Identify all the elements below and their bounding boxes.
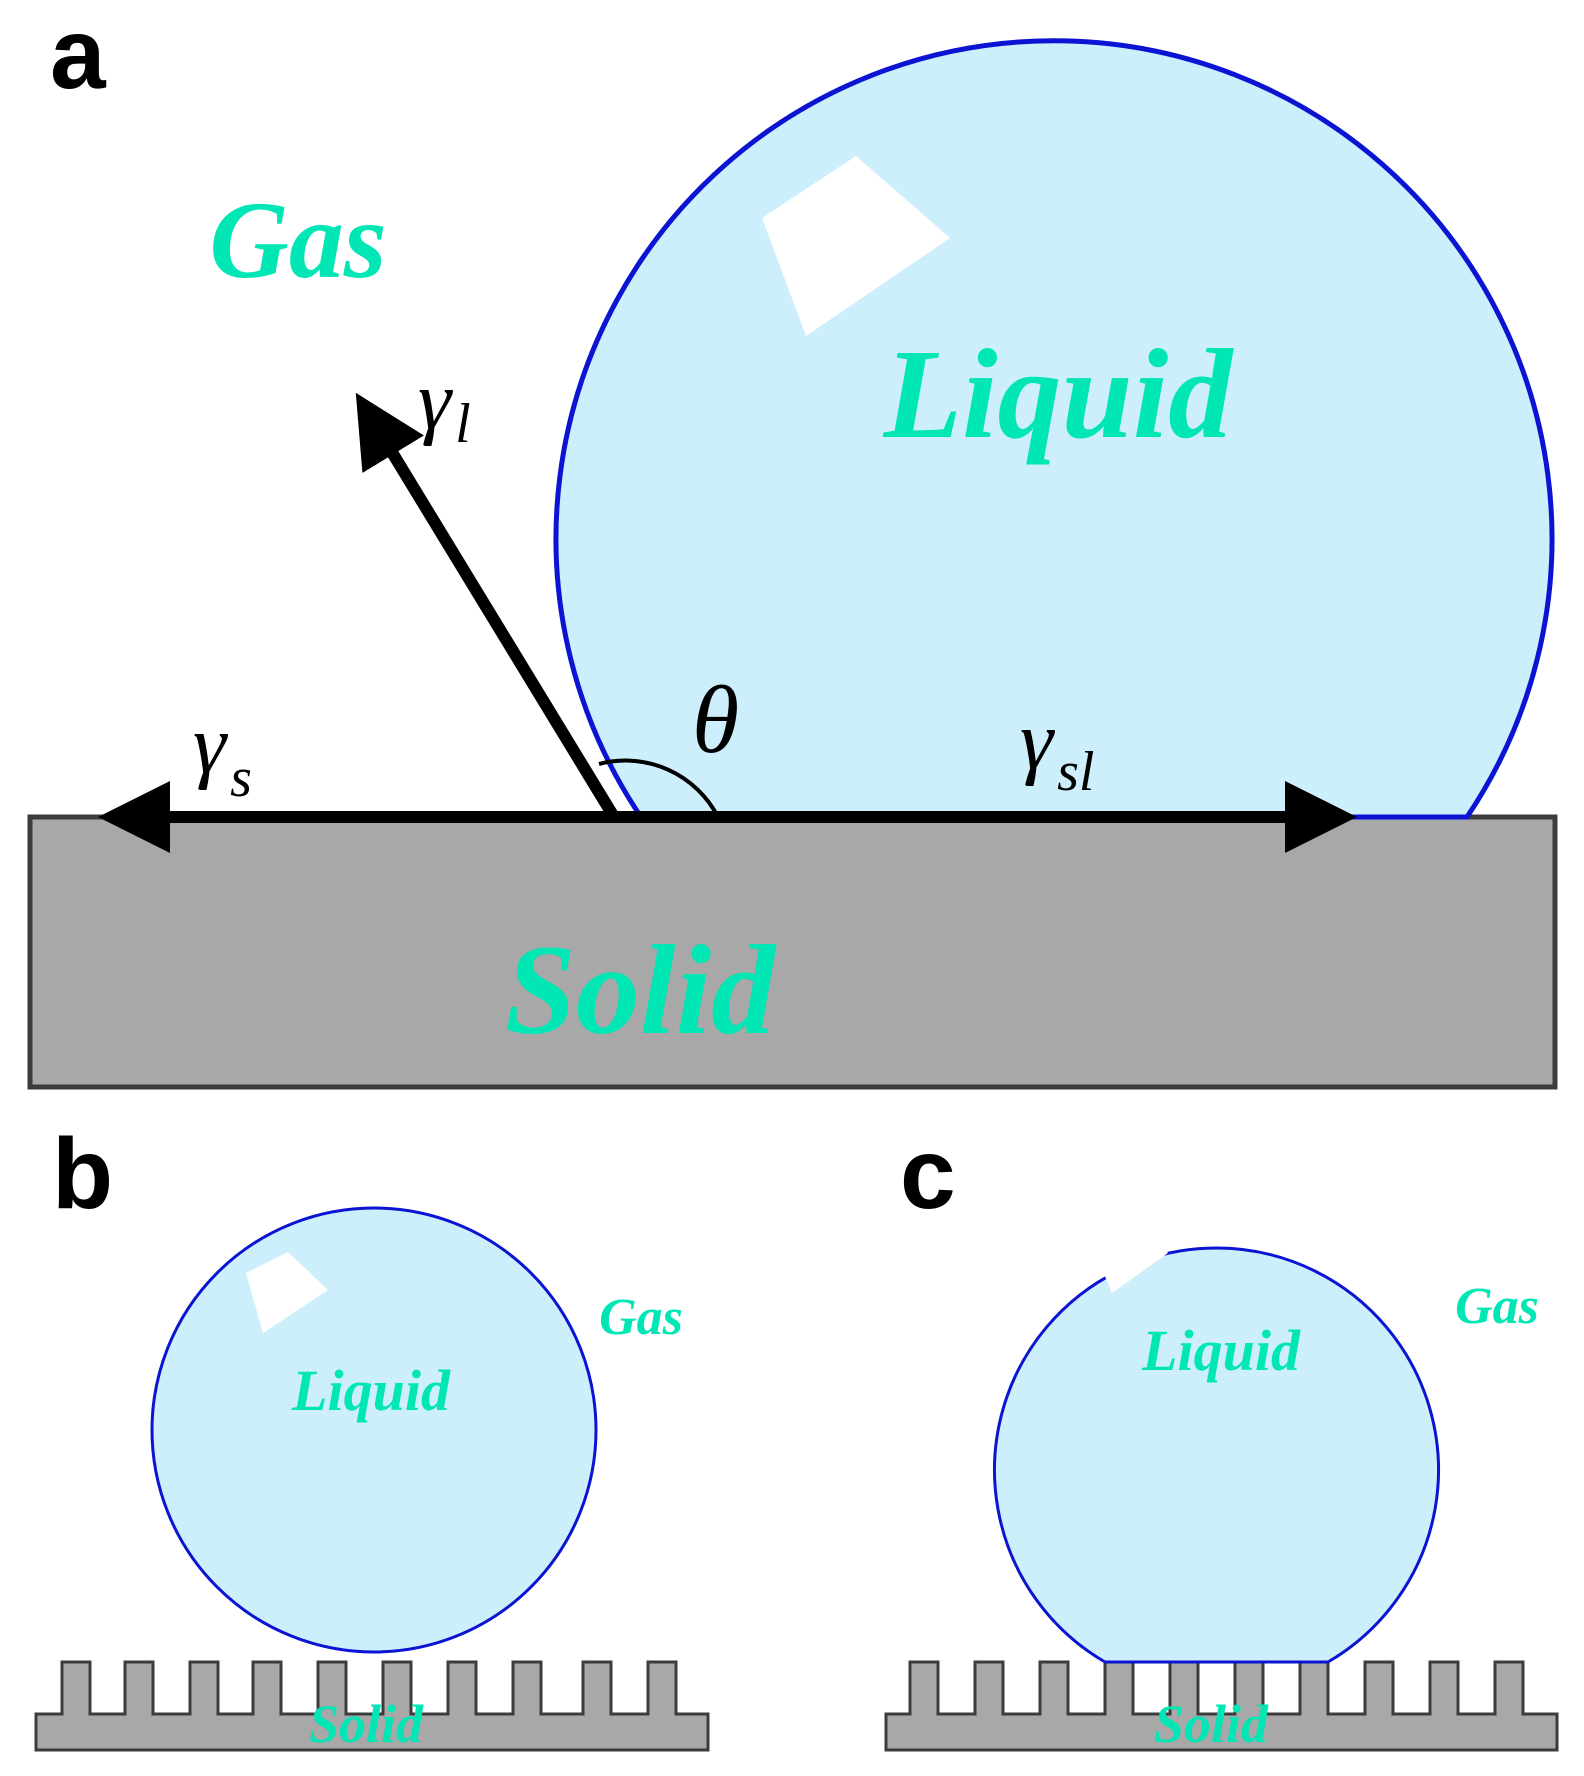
panel-a-label: a: [50, 0, 107, 110]
panel-c-label: c: [900, 1118, 956, 1230]
panel-b-liquid-drop: [150, 1206, 598, 1654]
theta-angle-arc: [598, 758, 720, 818]
panel-c: c Liquid Gas Solid: [884, 1118, 1559, 1754]
panel-b-drop-highlight: [246, 1252, 328, 1333]
panel-c-solid-label: Solid: [1154, 1694, 1269, 1754]
panel-b-label: b: [52, 1118, 113, 1230]
panel-b-solid-substrate: [34, 1660, 710, 1752]
theta-label: θ: [692, 666, 739, 773]
panel-b-liquid-label: Liquid: [291, 1358, 451, 1423]
panel-c-liquid-drop: [993, 1246, 1440, 1664]
panel-a-liquid-label: Liquid: [883, 323, 1235, 465]
panel-a-solid-label: Solid: [505, 919, 777, 1061]
panel-a-gas-label: Gas: [209, 179, 386, 301]
gamma-l-vector: [355, 392, 620, 821]
panel-b-solid-label: Solid: [309, 1694, 424, 1754]
gamma-sl-label: γsl: [1020, 694, 1094, 803]
panel-b-gas-label: Gas: [599, 1289, 683, 1346]
gamma-s-label: γs: [193, 698, 252, 809]
panel-a-solid-substrate: [27, 814, 1558, 1090]
panel-a-drop-highlight: [762, 156, 950, 336]
panel-c-gas-label: Gas: [1455, 1278, 1539, 1335]
gamma-l-label: γl: [418, 354, 471, 455]
panel-c-solid-substrate: [884, 1660, 1559, 1752]
panel-c-liquid-label: Liquid: [1141, 1318, 1301, 1383]
panel-a: a Solid Liquid Gas γl γs γsl θ: [27, 0, 1558, 1090]
panel-c-drop-highlight: [1086, 1212, 1168, 1293]
panel-b: b Liquid Gas Solid: [34, 1118, 710, 1754]
